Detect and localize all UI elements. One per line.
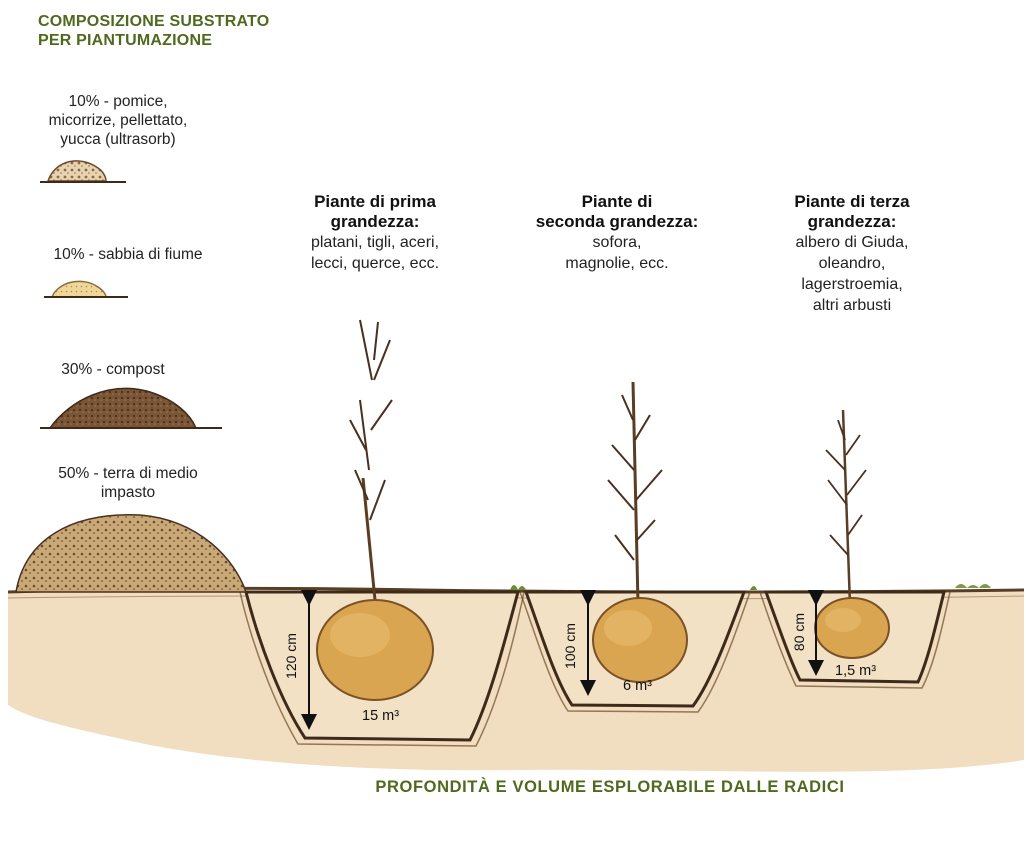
pile-river-sand	[44, 281, 128, 297]
composition-label-topsoil: 50% - terra di medio impasto	[18, 464, 238, 502]
volume-label-3: 1,5 m³	[835, 663, 876, 679]
depth-label-2: 100 cm	[562, 611, 578, 681]
plant-group-2-label: Piante di seconda grandezza: sofora, mag…	[512, 192, 722, 274]
planting-pit-3	[760, 410, 950, 688]
composition-label-sand: 10% - sabbia di fiume	[18, 245, 238, 264]
composition-label-compost: 30% - compost	[18, 360, 208, 379]
title-line-1: COMPOSIZIONE SUBSTRATO	[38, 12, 358, 31]
pile-topsoil	[16, 515, 246, 592]
pile-compost	[40, 388, 222, 428]
title-line-2: PER PIANTUMAZIONE	[38, 31, 358, 50]
plant-group-3-label: Piante di terza grandezza: albero di Giu…	[752, 192, 952, 316]
planting-pit-2	[520, 382, 750, 712]
volume-label-2: 6 m³	[623, 678, 652, 694]
depth-label-1: 120 cm	[283, 621, 299, 691]
plant-group-1-examples: platani, tigli, aceri, lecci, querce, ec…	[270, 232, 480, 274]
composition-label-pumice: 10% - pomice, micorrize, pellettato, yuc…	[18, 92, 218, 149]
plant-group-3-title: Piante di terza grandezza:	[752, 192, 952, 232]
volume-label-1: 15 m³	[362, 708, 399, 724]
diagram-caption: PROFONDITÀ E VOLUME ESPLORABILE DALLE RA…	[250, 778, 970, 797]
plant-group-2-examples: sofora, magnolie, ecc.	[512, 232, 722, 274]
diagram-title: COMPOSIZIONE SUBSTRATO PER PIANTUMAZIONE	[38, 12, 358, 50]
depth-label-3: 80 cm	[791, 597, 807, 667]
plant-group-1-label: Piante di prima grandezza: platani, tigl…	[270, 192, 480, 274]
plant-group-2-title: Piante di seconda grandezza:	[512, 192, 722, 232]
plant-group-1-title: Piante di prima grandezza:	[270, 192, 480, 232]
plant-group-3-examples: albero di Giuda, oleandro, lagerstroemia…	[752, 232, 952, 316]
pile-pumice	[40, 161, 126, 182]
